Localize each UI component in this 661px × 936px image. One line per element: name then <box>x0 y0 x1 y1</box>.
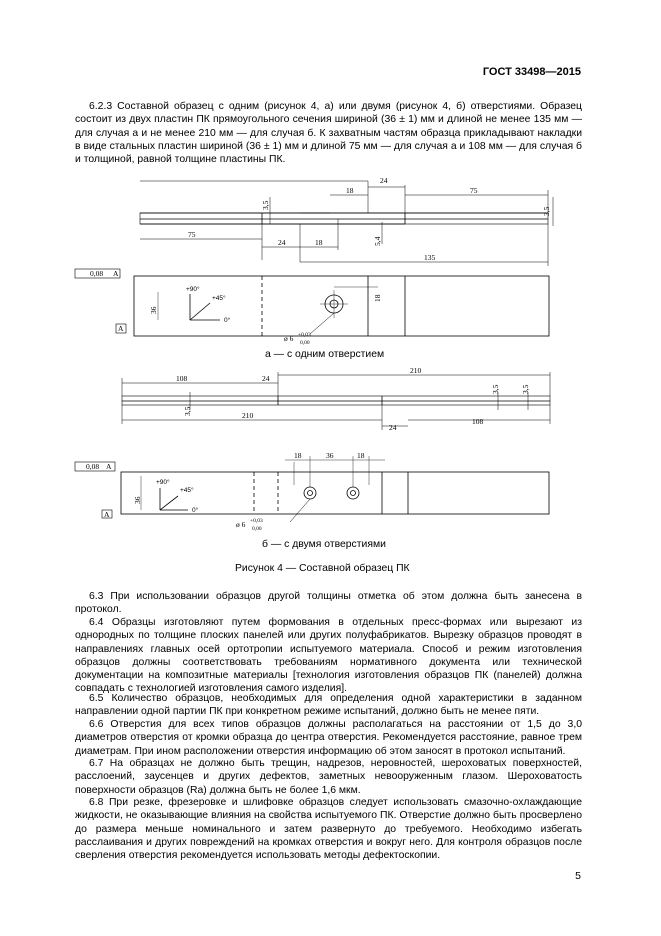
dim-a-135: 135 <box>424 253 436 262</box>
dim-b-thickness-right2: 3,5 <box>521 384 530 394</box>
angle-a-45: +45° <box>212 294 226 302</box>
paragraph-6-7: 6.7 На образцах не должно быть трещин, н… <box>75 758 582 796</box>
dim-b-210-top: 210 <box>410 366 422 375</box>
tolerance-a: 0,08 <box>90 269 103 278</box>
angle-a-90: +90° <box>186 285 200 293</box>
dim-b-24-top: 24 <box>262 374 270 383</box>
dim-a-75-left: 75 <box>188 230 196 239</box>
hole-tol-lower-b: 0,00 <box>252 526 262 532</box>
drawing-a-top-view <box>74 268 550 337</box>
hole-tol-upper-b: +0,03 <box>250 518 263 524</box>
dim-a-thickness-left: 3,5 <box>261 200 270 210</box>
dim-b-thickness-right1: 3,5 <box>491 384 500 394</box>
hole-tol-lower-a: 0,00 <box>300 340 310 346</box>
dim-b-108-bottom: 108 <box>472 417 484 426</box>
figure-subcaption-a: а — с одним отверстием <box>265 349 385 360</box>
drawing-b-side-view <box>121 372 551 430</box>
paragraph-6-4: 6.4 Образцы изготовляют путем формования… <box>75 617 582 695</box>
dim-b-width-36: 36 <box>133 496 142 504</box>
paragraph-6-6: 6.6 Отверстия для всех типов образцов до… <box>75 719 582 757</box>
datum-b-top: А <box>106 462 112 471</box>
drawing-a-side-view <box>139 180 554 266</box>
dim-b-210-bottom: 210 <box>242 411 254 420</box>
dim-a-18-top: 18 <box>346 186 354 195</box>
dim-a-hole-18: 18 <box>373 294 382 302</box>
dim-a-24-top: 24 <box>380 176 388 185</box>
document-code: ГОСТ 33498—2015 <box>482 66 581 78</box>
dim-a-width-36: 36 <box>149 306 158 314</box>
hole-tol-upper-a: +0,03 <box>298 332 311 338</box>
paragraph-6-3: 6.3 При использовании образцов другой то… <box>75 591 582 616</box>
angle-b-45: +45° <box>180 486 194 494</box>
angle-b-0: 0° <box>192 506 199 514</box>
angle-a-0: 0° <box>224 316 231 324</box>
intro-paragraph: 6.2.3 Составной образец с одним (рисунок… <box>75 101 582 166</box>
figure-subcaption-b: б — с двумя отверстиями <box>262 539 386 550</box>
figure-caption: Рисунок 4 — Составной образец ПК <box>235 563 410 574</box>
datum-b-bottom: А <box>104 510 110 519</box>
dim-b-hole-36: 36 <box>326 451 334 460</box>
dim-a-thickness-right: 3,5 <box>542 206 551 216</box>
dim-a-75-right: 75 <box>470 186 478 195</box>
dim-b-24-bottom: 24 <box>389 423 397 432</box>
angle-b-90: +90° <box>156 478 170 486</box>
dim-a-5-4: 5,4 <box>373 236 382 246</box>
hole-diameter-b: ø 6 <box>236 520 246 529</box>
hole-diameter-a: ø 6 <box>284 334 294 343</box>
tolerance-b: 0,08 <box>86 462 99 471</box>
dim-b-108-top: 108 <box>176 374 188 383</box>
paragraph-6-5: 6.5 Количество образцов, необходимых для… <box>75 693 582 718</box>
dim-b-thickness-left: 3,5 <box>183 406 192 416</box>
drawing-b-top-view <box>74 456 550 523</box>
paragraph-6-8: 6.8 При резке, фрезеровке и шлифовке обр… <box>75 797 582 862</box>
dim-b-hole-18-right: 18 <box>357 451 365 460</box>
datum-a-bottom: А <box>118 324 124 333</box>
dim-a-18-bottom: 18 <box>315 238 323 247</box>
dim-a-24-bottom: 24 <box>278 238 286 247</box>
page-number: 5 <box>575 870 581 882</box>
dim-b-hole-18-left: 18 <box>294 451 302 460</box>
datum-a-top: А <box>113 269 119 278</box>
